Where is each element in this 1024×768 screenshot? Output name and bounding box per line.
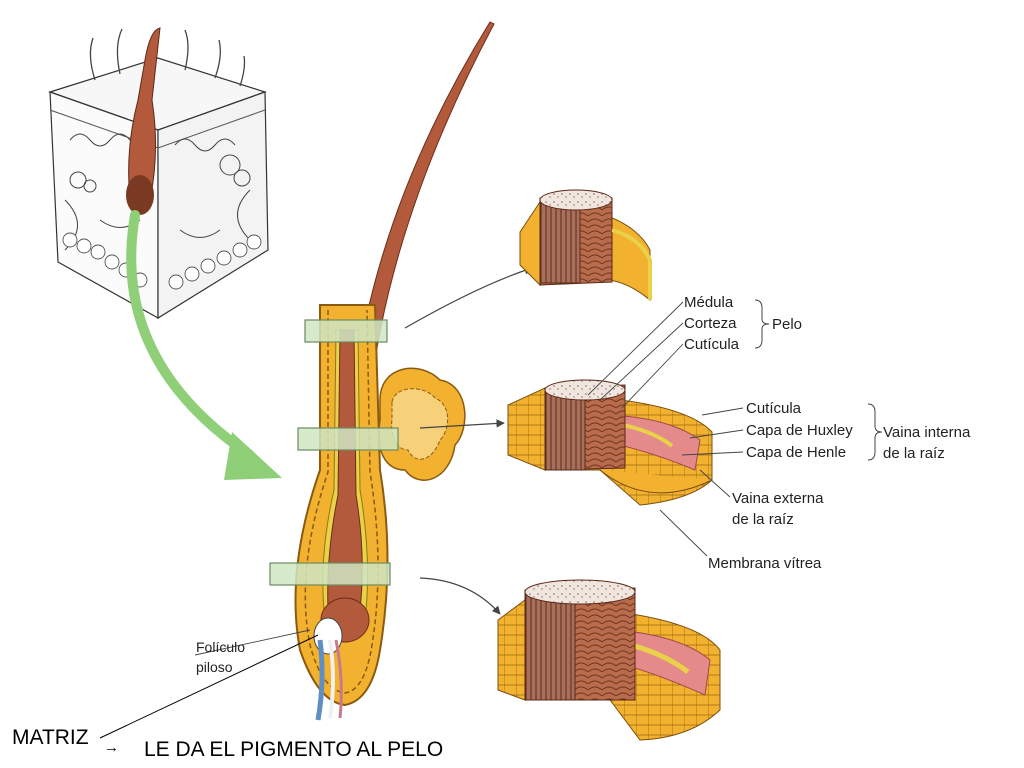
label-vaina-externa-2: de la raíz (732, 511, 794, 528)
label-foliculo-2: piloso (196, 659, 233, 675)
label-vaina-interna-2: de la raíz (883, 445, 945, 462)
label-vaina-externa-1: Vaina externa (732, 490, 824, 507)
label-corteza: Corteza (684, 315, 737, 332)
caption-matriz: MATRIZ (12, 726, 89, 749)
cross-section-upper (519, 189, 652, 302)
skin-block-illustration (48, 27, 269, 320)
label-cuticula-sheath: Cutícula (746, 400, 802, 417)
cross-section-lower (497, 579, 721, 741)
sheath-brace (867, 403, 883, 461)
cross-section-middle (507, 379, 713, 506)
label-foliculo-1: Folículo (196, 639, 245, 655)
label-membrana-vitrea: Membrana vítrea (708, 555, 822, 572)
label-cuticula-hair: Cutícula (684, 336, 740, 353)
matrix-pointer-line (99, 634, 319, 739)
label-vaina-interna-1: Vaina interna (883, 424, 971, 441)
label-capa-henle: Capa de Henle (746, 444, 846, 461)
label-pelo: Pelo (772, 316, 802, 333)
section-arrows (404, 266, 533, 615)
caption-arrow: → (104, 739, 119, 756)
hair-brace (754, 299, 770, 349)
leader-lines (194, 301, 744, 656)
hair-follicle-illustration (269, 21, 495, 721)
magnify-arrow (126, 210, 282, 480)
label-medula: Médula (684, 294, 734, 311)
caption-function: LE DA EL PIGMENTO AL PELO (144, 738, 443, 761)
label-capa-huxley: Capa de Huxley (746, 422, 853, 439)
